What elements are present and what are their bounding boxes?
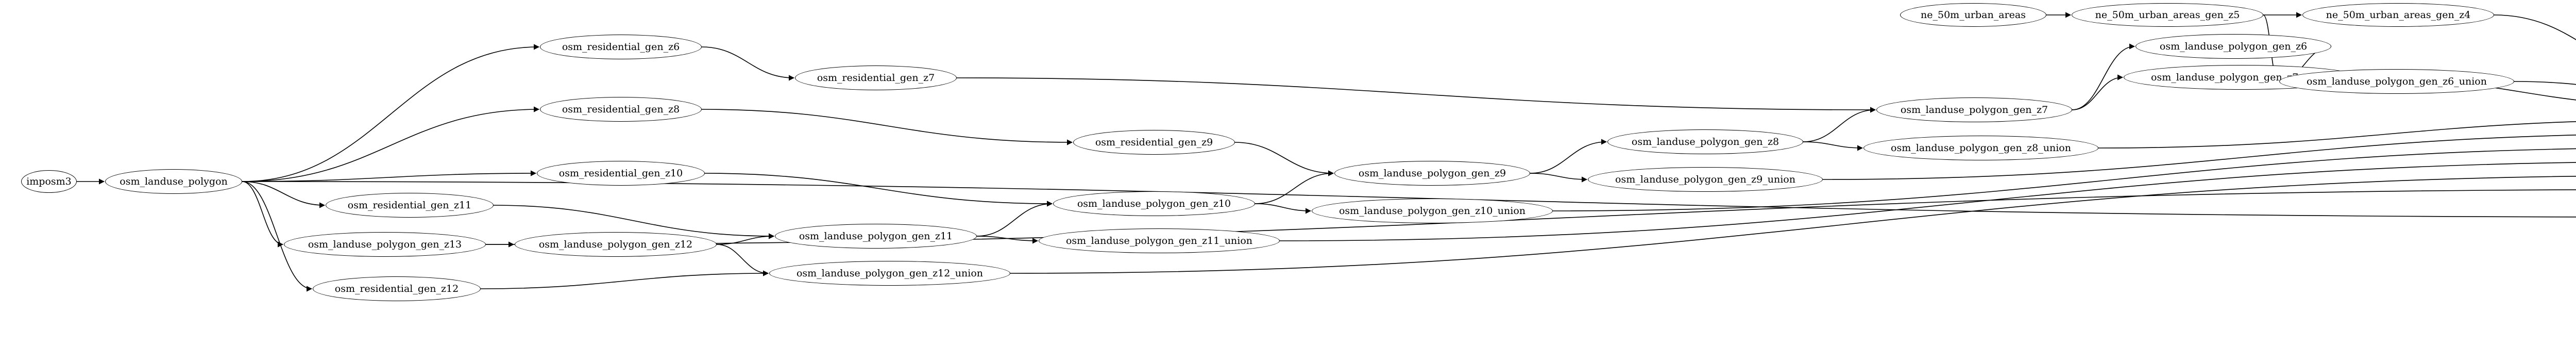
graph-edge: [2072, 43, 2136, 110]
graph-node-osm-landuse-polygon-gen-z11-union[interactable]: osm_landuse_polygon_gen_z11_union: [1039, 228, 1280, 253]
node-label: osm_landuse_polygon_gen_z9: [1358, 167, 1506, 179]
node-label: osm_residential_gen_z6: [562, 41, 680, 53]
graph-node-osm-landuse-polygon-gen-z13[interactable]: osm_landuse_polygon_gen_z13: [284, 232, 486, 257]
graph-edge: [956, 77, 1876, 113]
graph-edge: [1530, 139, 1607, 174]
node-label: osm_landuse_polygon_gen_z13: [308, 238, 462, 250]
graph-edge: [704, 173, 1053, 207]
graph-edge: [242, 170, 537, 182]
graph-node-osm-residential-gen-z9[interactable]: osm_residential_gen_z9: [1073, 130, 1235, 155]
graph-edge: [976, 201, 1053, 237]
graph-node-osm-landuse-polygon[interactable]: osm_landuse_polygon: [105, 169, 242, 194]
graph-edge: [716, 233, 775, 245]
graph-node-ne-50m-urban-areas[interactable]: ne_50m_urban_areas: [1900, 3, 2046, 27]
graph-edge: [242, 44, 540, 182]
node-label: osm_residential_gen_z7: [817, 72, 935, 84]
node-label: osm_residential_gen_z11: [347, 199, 472, 211]
node-label: imposm3: [26, 175, 72, 187]
graph-node-osm-landuse-polygon-gen-z8[interactable]: osm_landuse_polygon_gen_z8: [1607, 129, 1803, 154]
node-label: osm_landuse_polygon_gen_z8: [1631, 136, 1780, 147]
node-label: osm_landuse_polygon_gen_z6_union: [2307, 75, 2487, 87]
graph-node-osm-residential-gen-z12[interactable]: osm_residential_gen_z12: [313, 276, 481, 301]
graph-edge: [1255, 203, 1312, 214]
node-label: osm_residential_gen_z9: [1095, 136, 1213, 148]
graph-node-osm-residential-gen-z8[interactable]: osm_residential_gen_z8: [540, 97, 702, 122]
graph-edge: [1803, 141, 1863, 151]
graph-edge: [242, 181, 326, 208]
node-label: osm_residential_gen_z12: [334, 283, 459, 294]
node-label: osm_landuse_polygon_gen_z7: [1900, 104, 2048, 116]
graph-node-ne-50m-urban-areas-gen-z5[interactable]: ne_50m_urban_areas_gen_z5: [2072, 3, 2263, 27]
graph-node-osm-residential-gen-z11[interactable]: osm_residential_gen_z11: [326, 193, 494, 218]
graph-edge: [1279, 162, 2576, 241]
graph-node-osm-landuse-polygon-gen-z6[interactable]: osm_landuse_polygon_gen_z6: [2136, 34, 2331, 59]
graph-node-osm-residential-gen-z6[interactable]: osm_residential_gen_z6: [540, 35, 702, 59]
graph-node-osm-landuse-polygon-gen-z9[interactable]: osm_landuse_polygon_gen_z9: [1334, 161, 1530, 186]
graph-node-ne-50m-urban-areas-gen-z4[interactable]: ne_50m_urban_areas_gen_z4: [2302, 3, 2494, 27]
node-label: ne_50m_urban_areas_gen_z4: [2326, 9, 2471, 21]
node-label: osm_landuse_polygon_gen_z8_union: [1891, 142, 2071, 154]
node-label: osm_residential_gen_z8: [562, 103, 680, 115]
graph-node-osm-residential-gen-z10[interactable]: osm_residential_gen_z10: [537, 161, 705, 186]
graph-edge: [701, 109, 1073, 145]
node-label: osm_landuse_polygon: [120, 175, 228, 187]
graph-edge: [242, 181, 284, 248]
node-label: osm_landuse_polygon_gen_z12_union: [796, 267, 984, 279]
graph-edge: [976, 236, 1039, 244]
graph-node-osm-landuse-polygon-gen-z12-union[interactable]: osm_landuse_polygon_gen_z12_union: [769, 261, 1010, 286]
graph-node-osm-residential-gen-z7[interactable]: osm_residential_gen_z7: [795, 65, 957, 90]
graph-edge: [1234, 142, 1334, 176]
graph-edge: [2514, 81, 2576, 85]
graph-node-imposm3[interactable]: imposm3: [21, 170, 77, 193]
node-label: ne_50m_urban_areas: [1921, 9, 2026, 21]
node-label: osm_landuse_polygon_gen_z11_union: [1065, 235, 1253, 246]
graph-edge: [1552, 148, 2576, 211]
node-label: osm_landuse_polygon_gen_z10: [1077, 198, 1231, 209]
node-label: osm_landuse_polygon_gen_z12: [538, 238, 693, 250]
node-label: ne_50m_urban_areas_gen_z5: [2095, 9, 2240, 21]
graph-edge: [480, 270, 769, 289]
graph-edge: [2494, 14, 2576, 40]
graph-node-osm-landuse-polygon-gen-z7[interactable]: osm_landuse_polygon_gen_z7: [1876, 97, 2072, 122]
graph-node-osm-landuse-polygon-gen-z8-union[interactable]: osm_landuse_polygon_gen_z8_union: [1863, 136, 2098, 160]
node-label: osm_landuse_polygon_gen_z9_union: [1615, 173, 1795, 185]
graph-edge: [1010, 176, 2576, 274]
graph-edge: [2072, 74, 2124, 110]
graph-node-osm-landuse-polygon-gen-z12[interactable]: osm_landuse_polygon_gen_z12: [515, 232, 717, 257]
graph-edge: [701, 46, 795, 81]
graph-edge: [1822, 135, 2576, 180]
graph-edge: [1530, 173, 1588, 183]
graph-node-osm-landuse-polygon-gen-z11[interactable]: osm_landuse_polygon_gen_z11: [775, 224, 977, 249]
graph-edge: [716, 244, 769, 276]
graph-node-osm-landuse-polygon-gen-z9-union[interactable]: osm_landuse_polygon_gen_z9_union: [1588, 167, 1823, 192]
graph-edge: [242, 181, 313, 292]
node-label: osm_landuse_polygon_gen_z11: [799, 230, 953, 242]
graph-edge: [1803, 107, 1876, 142]
graph-node-osm-landuse-polygon-gen-z6-union[interactable]: osm_landuse_polygon_gen_z6_union: [2279, 69, 2514, 94]
graph-edge: [1255, 170, 1334, 204]
node-label: osm_residential_gen_z10: [558, 167, 683, 179]
graph-node-osm-landuse-polygon-gen-z10-union[interactable]: osm_landuse_polygon_gen_z10_union: [1312, 199, 1553, 223]
graph-edge: [2098, 121, 2576, 149]
graph-node-osm-landuse-polygon-gen-z10[interactable]: osm_landuse_polygon_gen_z10: [1053, 191, 1255, 216]
node-label: osm_landuse_polygon_gen_z10_union: [1338, 205, 1526, 217]
graph-edge: [242, 106, 540, 182]
node-label: osm_landuse_polygon_gen_z6: [2159, 40, 2308, 52]
graph-edge: [493, 205, 775, 239]
